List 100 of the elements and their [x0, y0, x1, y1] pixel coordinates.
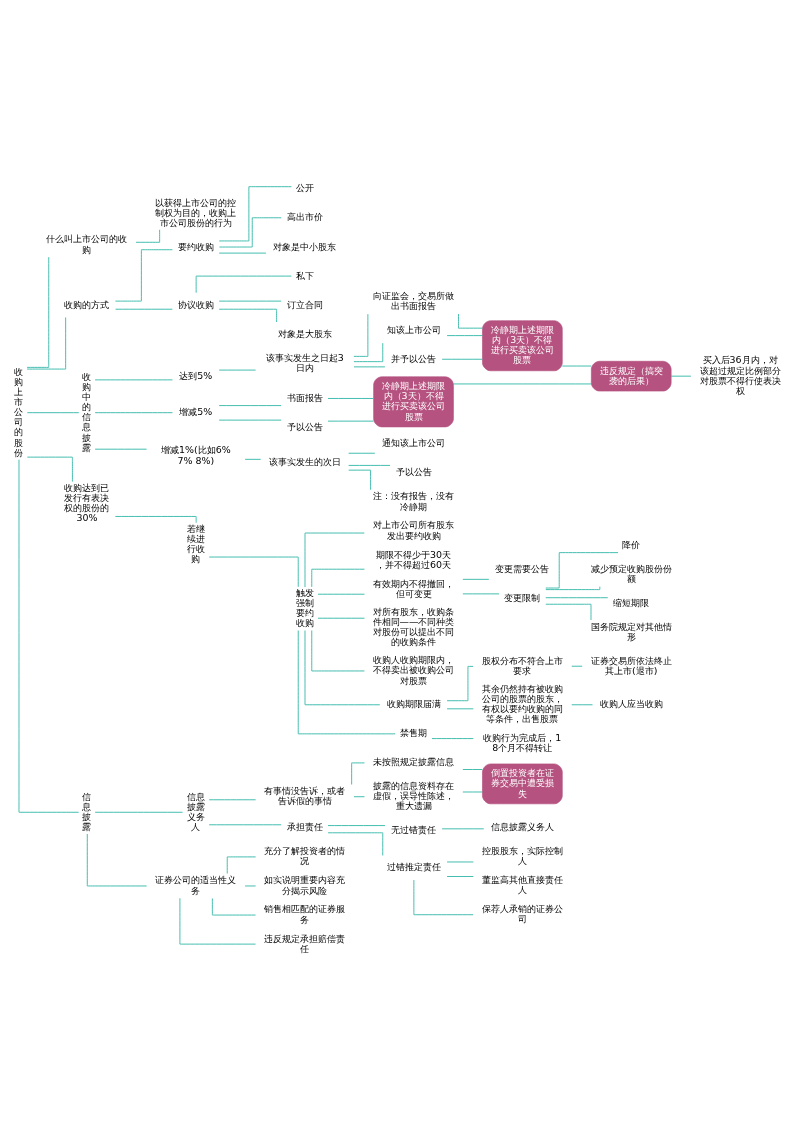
connector	[195, 275, 292, 293]
connector	[571, 665, 583, 667]
connector	[571, 703, 593, 705]
node-text: 公开	[295, 181, 314, 193]
node-text: 私下	[295, 269, 314, 281]
node-text: 收购中的信息披露	[82, 370, 92, 453]
node-text: 知该上市公司	[386, 323, 441, 335]
node-text: 予以公告	[395, 465, 432, 477]
connector	[545, 603, 592, 620]
connector	[353, 342, 384, 362]
connector	[545, 596, 609, 598]
node-text: 销售相匹配的证券服务	[264, 902, 346, 925]
connector	[446, 707, 474, 709]
node-text: 信息披露义务人	[490, 820, 554, 832]
connector	[458, 313, 483, 329]
connector	[311, 568, 365, 587]
node-text: 买入后36月内，对该超过规定比例部分对股票不得行使表决权	[699, 353, 781, 396]
node-text: 过错推定责任	[386, 860, 441, 872]
connector	[348, 469, 372, 490]
connector	[26, 316, 67, 369]
connector	[446, 875, 474, 877]
node-text: 增减1%(比如6% 7% 8%)	[160, 443, 231, 466]
connector	[317, 593, 365, 595]
node-text: 订立合同	[286, 298, 323, 310]
connector	[462, 578, 490, 580]
node-text: 其余仍然持有被收购公司的股票的股东，有权以要约收购的同等条件，出售股票	[481, 682, 563, 724]
connector	[441, 358, 483, 360]
connector	[208, 556, 299, 587]
node-text: 达到5%	[179, 369, 213, 381]
node-text: 未按照规定披露信息	[373, 755, 455, 767]
node-text: 控股股东，实际控制人	[481, 844, 563, 866]
connector	[208, 798, 257, 800]
node-text: 要约收购	[177, 240, 214, 252]
node-box: 冷静期上述期限内（3天）不得进行买卖该公司股票	[373, 376, 454, 427]
node-text: 向证监会，交易所做出书面报告	[373, 289, 455, 311]
node-box: 倒置投资者在证券交易中遭受损失	[482, 763, 563, 804]
connector	[327, 397, 374, 399]
connector	[208, 823, 282, 825]
node-text: 无过错责任	[391, 823, 437, 835]
connector	[348, 464, 391, 466]
connector	[297, 629, 396, 734]
node-text: 收购人收购期限内，不得卖出被收购公司对股票	[373, 653, 455, 686]
connector	[94, 811, 183, 813]
connector	[219, 216, 282, 247]
connector	[353, 313, 369, 357]
node-text: 期限不得少于30天，并不得超过60天	[376, 548, 452, 570]
connector	[94, 448, 148, 450]
node-text: 收购达到已发行有表决权的股份的30%	[64, 481, 110, 523]
connector	[304, 629, 381, 705]
connector	[327, 824, 386, 826]
node-text: 注：没有报告，没有冷静期	[373, 489, 455, 511]
node-text: 信息披露义务人	[186, 790, 205, 832]
node-text: 增减5%	[179, 405, 213, 417]
node-text: 该事实发生的次日	[268, 455, 341, 467]
node-text: 禁售期	[400, 726, 428, 738]
node-text: 并予以公告	[391, 352, 437, 364]
node-text: 若继续进行收购	[186, 522, 205, 564]
node-text: 降价	[622, 538, 641, 550]
node-text: 对象是大股东	[277, 327, 332, 339]
node-text: 证券公司的适当性义务	[155, 873, 237, 896]
node-text: 对上市公司所有股东发出要约收购	[373, 518, 455, 541]
node-text: 变更限制	[504, 591, 541, 603]
connector	[18, 458, 80, 813]
node-text: 书面报告	[286, 391, 323, 403]
node-text: 收购人应当收购	[599, 697, 663, 709]
node-text: 股权分布不符合上市要求	[481, 654, 563, 676]
node-text: 证券交易所依法终止其上市(退市)	[590, 654, 672, 676]
node-text: 有事情没告诉，或者告诉假的事情	[264, 784, 346, 806]
node-text: 协议收购	[177, 298, 214, 310]
connector	[441, 827, 485, 829]
node-text: 以获得上市公司的控制权为目的，收购上市公司股份的行为	[155, 196, 237, 228]
node-text: 披露的信息资料存在虚假，误导性陈述，重大遗漏	[373, 779, 455, 811]
connector	[317, 617, 365, 619]
node-text: 董监高其他直接责任人	[481, 873, 563, 895]
connector	[218, 404, 282, 406]
connector	[26, 411, 80, 413]
connector	[218, 185, 292, 241]
connector	[115, 308, 173, 310]
node-text: 充分了解投资者的情况	[264, 844, 346, 866]
connector	[26, 456, 73, 482]
node-text: 高出市价	[286, 210, 323, 222]
node-text: 收购的方式	[64, 298, 110, 310]
connector	[218, 308, 278, 322]
node-text: 对象是中小股东	[273, 240, 337, 252]
node-text: 什么叫上市公司的收购	[46, 232, 128, 255]
node-text: 承担责任	[286, 820, 323, 832]
connector	[311, 629, 365, 671]
connector	[348, 452, 376, 454]
node-text: 如实说明重要内容充分揭示风险	[264, 873, 346, 896]
node-text: 保荐人承销的证券公司	[481, 902, 563, 924]
connector	[115, 248, 173, 302]
node-text: 收购期限届满	[386, 697, 441, 709]
connector	[226, 855, 257, 874]
node-text: 信息披露	[82, 790, 92, 832]
node-text: 触发强制要约收购	[295, 586, 314, 628]
connector	[26, 256, 50, 368]
node-text: 变更需要公告	[495, 562, 550, 574]
connector	[86, 833, 148, 886]
connector	[135, 228, 161, 243]
node-text: 对所有股东，收购条件相同——不同种类对股份可以提出不同的收购条件	[372, 605, 455, 647]
